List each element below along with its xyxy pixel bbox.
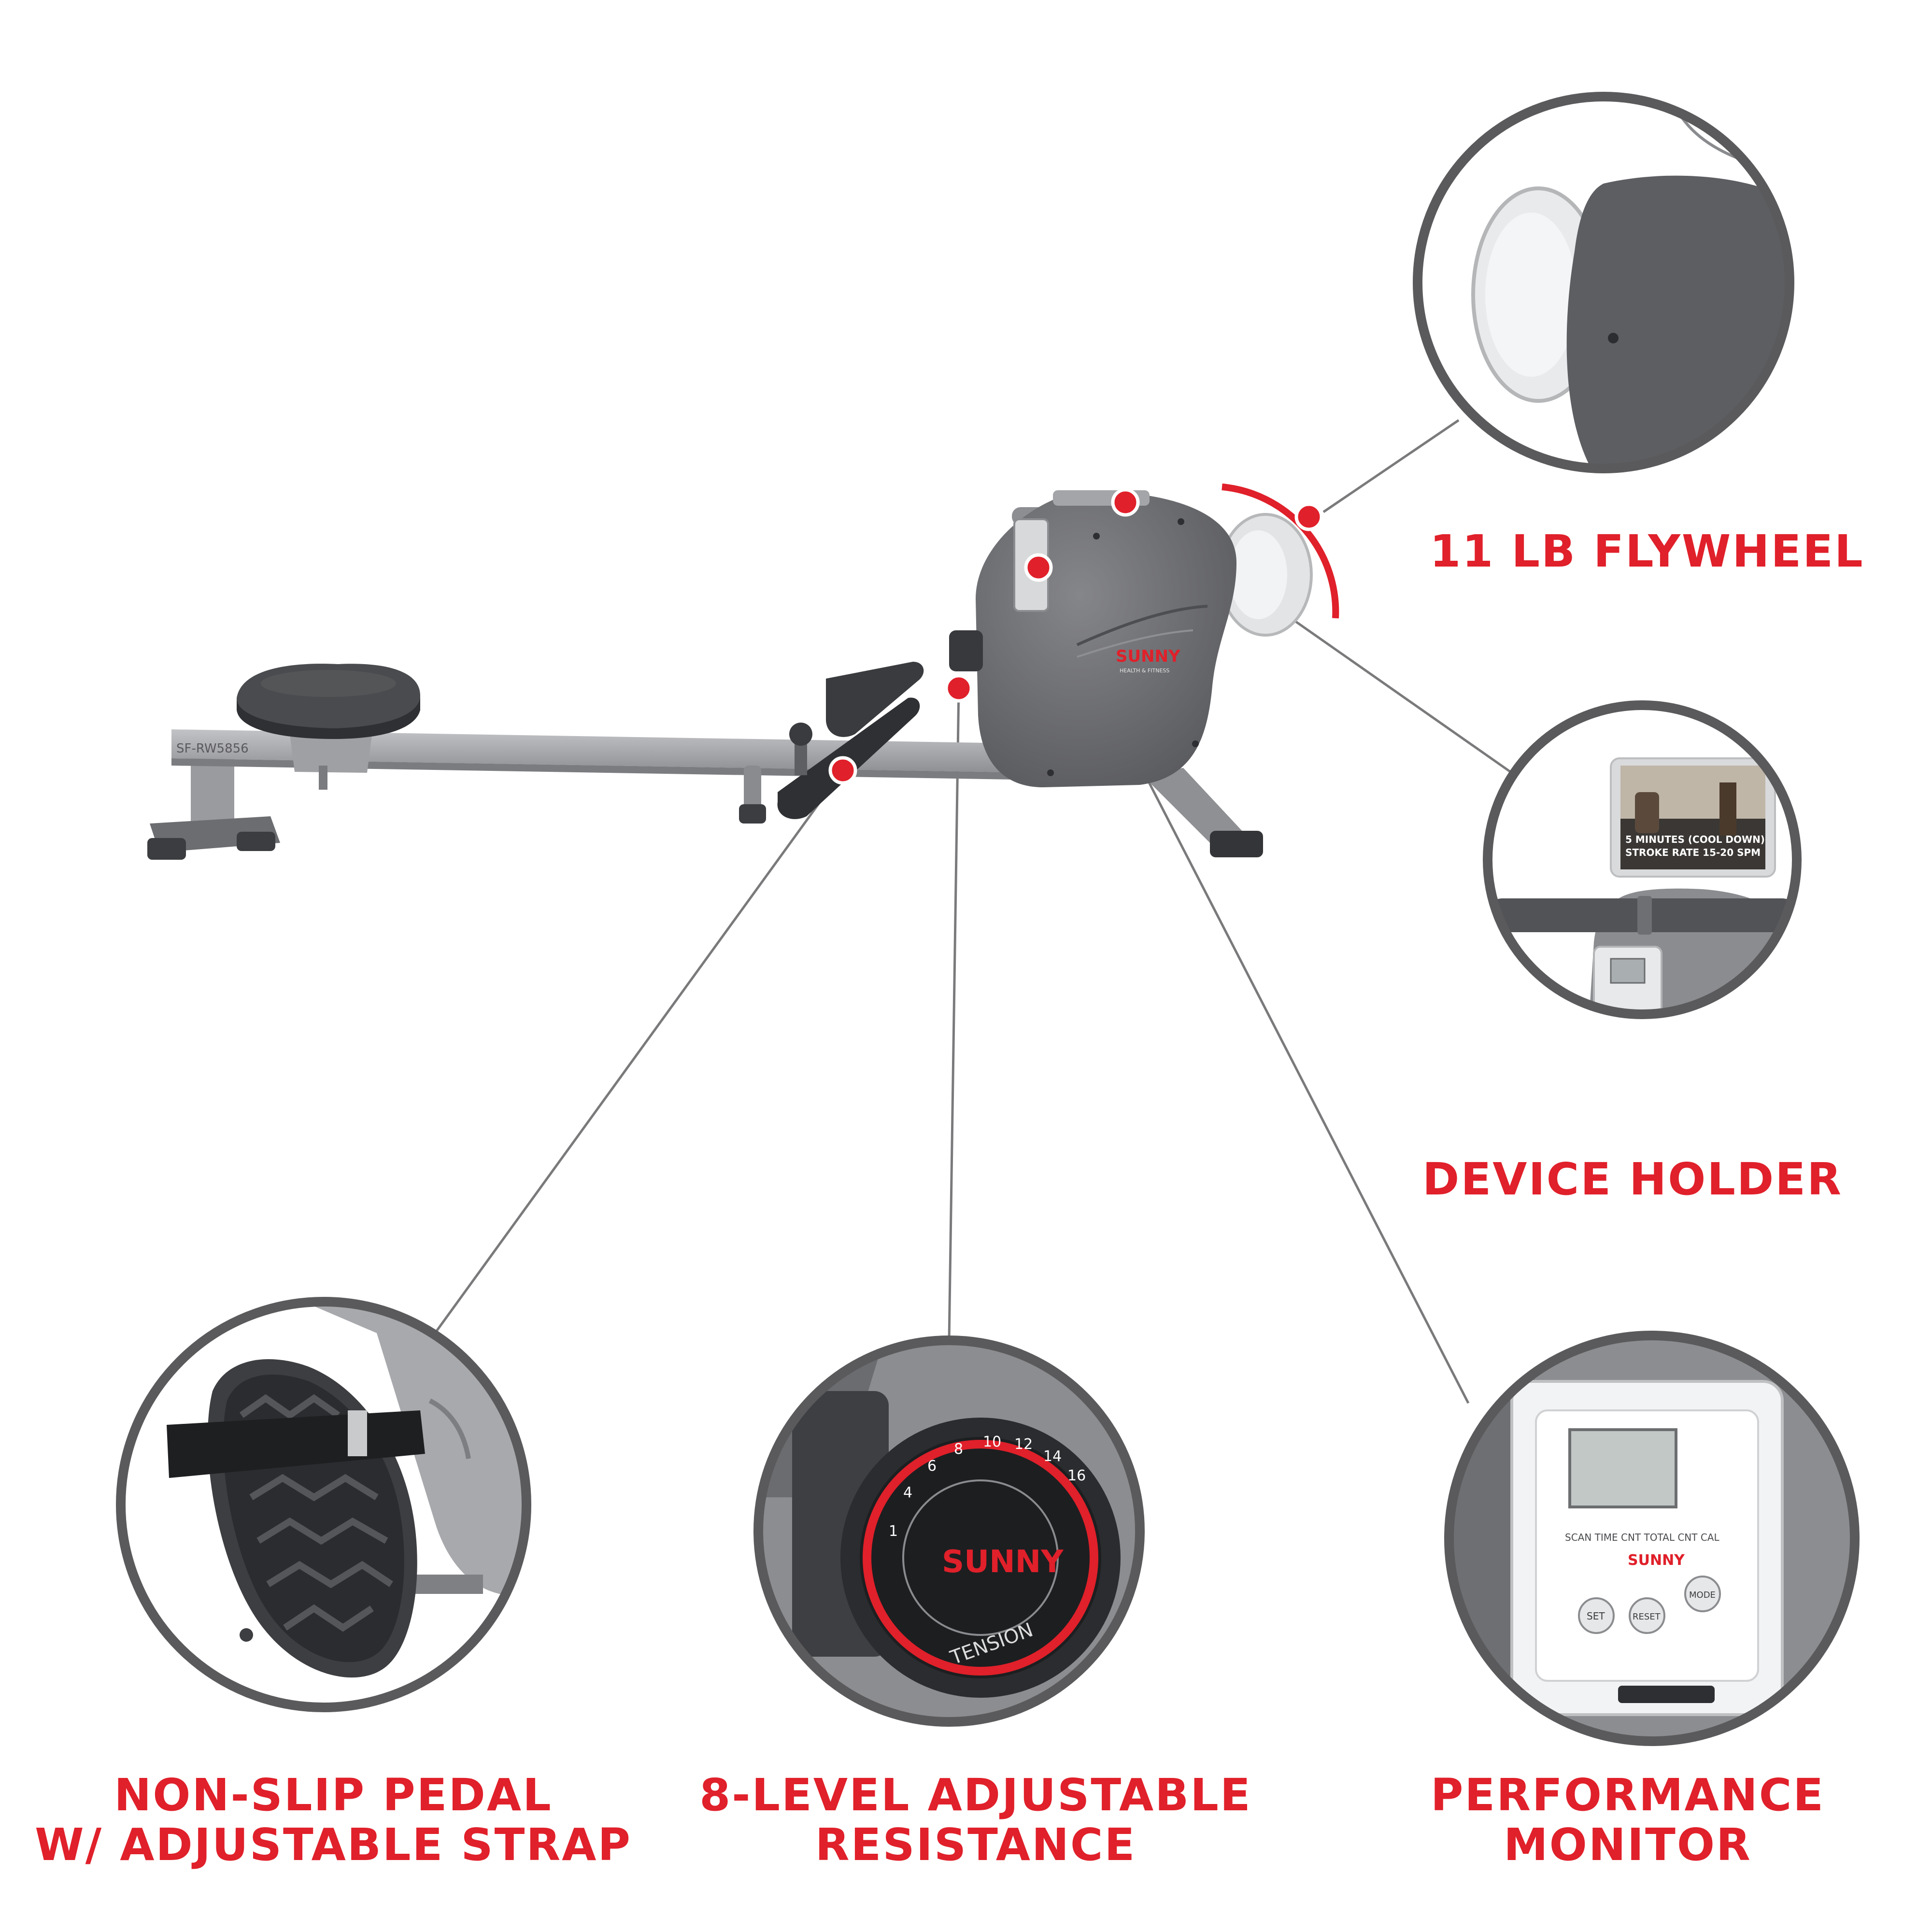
label-monitor: PERFORMANCE MONITOR bbox=[1410, 1770, 1845, 1870]
svg-text:SET: SET bbox=[1587, 1610, 1605, 1622]
callout-line-flywheel bbox=[1322, 419, 1460, 513]
label-resistance: 8-LEVEL ADJUSTABLE RESISTANCE bbox=[696, 1770, 1256, 1870]
svg-text:10: 10 bbox=[983, 1434, 1001, 1450]
svg-text:8: 8 bbox=[954, 1441, 963, 1458]
pedal-closeup bbox=[116, 1297, 531, 1712]
svg-text:16: 16 bbox=[1067, 1467, 1086, 1484]
rear-stabilizer bbox=[147, 753, 280, 860]
device-holder-closeup: 5 MINUTES (COOL DOWN) STROKE RATE 15-20 … bbox=[1483, 700, 1802, 1019]
monitor-closeup: SCAN TIME CNT TOTAL CNT CAL SUNNY SET RE… bbox=[1444, 1331, 1860, 1746]
resistance-closeup: SUNNY TENSION 1 4 6 8 10 12 14 16 bbox=[753, 1335, 1145, 1727]
callout-line-resistance bbox=[948, 688, 960, 1341]
footrests[interactable] bbox=[777, 662, 924, 819]
svg-text:14: 14 bbox=[1043, 1448, 1062, 1465]
knob-scale: 1 4 6 8 10 12 14 16 bbox=[889, 1434, 1086, 1540]
marker-pedal bbox=[828, 756, 857, 785]
tension-knob[interactable]: SUNNY TENSION 1 4 6 8 10 12 14 16 bbox=[840, 1418, 1121, 1698]
lcd-screen bbox=[1568, 1428, 1677, 1508]
svg-text:1: 1 bbox=[889, 1523, 898, 1540]
feature-markers bbox=[828, 483, 1339, 785]
label-resistance-line1: 8-LEVEL ADJUSTABLE bbox=[699, 1769, 1252, 1821]
mode-button[interactable] bbox=[1684, 1576, 1721, 1612]
svg-text:MODE: MODE bbox=[1689, 1590, 1716, 1600]
label-flywheel-line1: 11 LB FLYWHEEL bbox=[1430, 526, 1864, 577]
label-pedal-line2: W/ ADJUSTABLE STRAP bbox=[35, 1819, 632, 1871]
performance-monitor-panel: SCAN TIME CNT TOTAL CNT CAL SUNNY SET RE… bbox=[1510, 1380, 1784, 1716]
model-text: SF-RW5856 bbox=[176, 741, 249, 756]
flywheel-closeup: SUNNY bbox=[1413, 92, 1829, 473]
reset-button[interactable] bbox=[1629, 1597, 1665, 1634]
label-monitor-line1: PERFORMANCE bbox=[1430, 1769, 1825, 1821]
label-device-holder: DEVICE HOLDER bbox=[1420, 1154, 1845, 1204]
callout-lines bbox=[409, 419, 1513, 1404]
monitor-brand: SUNNY bbox=[1628, 1552, 1685, 1569]
seat[interactable] bbox=[237, 664, 420, 739]
brand-sub-body: HEALTH & FITNESS bbox=[1120, 668, 1169, 674]
svg-text:RESET: RESET bbox=[1633, 1612, 1661, 1622]
tablet-line-1: 5 MINUTES (COOL DOWN) bbox=[1625, 834, 1765, 845]
monitor-buttons: SET RESET MODE bbox=[1578, 1576, 1721, 1634]
front-stabilizer bbox=[1140, 768, 1263, 857]
label-resistance-line2: RESISTANCE bbox=[815, 1819, 1136, 1871]
brand-logo-body: SUNNY bbox=[1116, 647, 1180, 666]
svg-text:6: 6 bbox=[927, 1458, 937, 1475]
monitor-labels: SCAN TIME CNT TOTAL CNT CAL bbox=[1565, 1532, 1719, 1543]
svg-text:12: 12 bbox=[1014, 1436, 1033, 1453]
marker-resistance bbox=[944, 674, 973, 703]
svg-text:4: 4 bbox=[903, 1484, 912, 1501]
label-monitor-line2: MONITOR bbox=[1504, 1819, 1752, 1871]
tablet-line-2: STROKE RATE 15-20 SPM bbox=[1625, 847, 1761, 858]
label-pedal-line1: NON-SLIP PEDAL bbox=[114, 1769, 553, 1821]
knob-brand: SUNNY bbox=[942, 1544, 1064, 1580]
marker-monitor bbox=[1024, 553, 1053, 582]
brand-logo-flywheel: SUNNY bbox=[1741, 414, 1829, 440]
marker-flywheel bbox=[1294, 502, 1323, 531]
label-pedal: NON-SLIP PEDAL W/ ADJUSTABLE STRAP bbox=[29, 1770, 638, 1870]
label-device-holder-line1: DEVICE HOLDER bbox=[1422, 1153, 1843, 1205]
marker-device bbox=[1111, 488, 1140, 517]
rowing-machine: SF-RW5856 bbox=[147, 490, 1313, 860]
callout-line-pedal bbox=[409, 769, 844, 1368]
set-button[interactable] bbox=[1578, 1597, 1615, 1634]
label-flywheel: 11 LB FLYWHEEL bbox=[1430, 526, 1864, 576]
